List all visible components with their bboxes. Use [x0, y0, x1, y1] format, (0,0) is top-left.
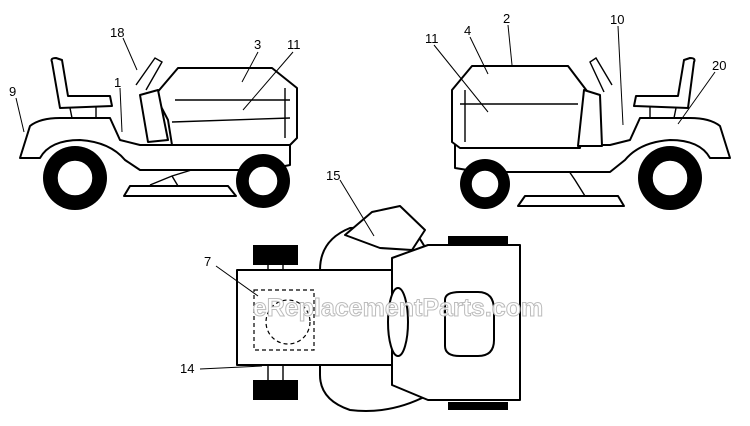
- steering-wheel-right: [589, 57, 613, 93]
- callout-9: 9: [9, 84, 16, 99]
- callout-7: 7: [204, 254, 211, 269]
- rear-tire-top-upper: [448, 236, 508, 244]
- mower-deck-left: [123, 185, 237, 197]
- fender-left: [19, 117, 291, 171]
- hood-left: [154, 67, 298, 146]
- callout-3: 3: [254, 37, 261, 52]
- front-tire-top-upper: [253, 245, 298, 265]
- leader-18: [122, 37, 138, 71]
- seat-top: [444, 291, 495, 357]
- rear-tire-top-lower: [448, 402, 508, 410]
- leader-20: [677, 71, 716, 125]
- callout-18-left: 18: [110, 25, 124, 40]
- callout-10: 10: [610, 12, 624, 27]
- leader-4: [469, 36, 489, 75]
- steering-wheel-left: [135, 57, 163, 91]
- callout-14: 14: [180, 361, 194, 376]
- dash-right: [577, 89, 603, 147]
- leader-11-left: [242, 51, 294, 111]
- steering-column-top: [387, 287, 409, 357]
- callout-2: 2: [503, 11, 510, 26]
- callout-1: 1: [114, 75, 121, 90]
- decal-outline-hidden: [253, 289, 315, 351]
- callout-20: 20: [712, 58, 726, 73]
- hood-right: [451, 65, 591, 149]
- leader-11-right: [433, 44, 489, 113]
- leader-14: [199, 365, 263, 370]
- leader-7: [215, 265, 259, 297]
- callout-11-left: 11: [287, 37, 301, 52]
- tractor-left-side-view: [19, 57, 298, 210]
- seat-right: [633, 57, 696, 109]
- leader-1: [119, 87, 123, 133]
- mower-deck-right: [517, 195, 625, 207]
- tractor-top-view: [236, 205, 521, 412]
- leader-9: [15, 97, 25, 133]
- callout-labels: 18 3 11 9 1 11 4 2 10 20 15 7 14: [9, 11, 726, 376]
- leader-10: [617, 25, 624, 126]
- front-tire-top-lower: [253, 380, 298, 400]
- callout-15: 15: [326, 168, 340, 183]
- callout-leaders: [15, 24, 716, 370]
- leader-3: [241, 51, 259, 83]
- watermark-text: eReplacementParts.com: [253, 294, 543, 322]
- seat-left: [50, 57, 113, 109]
- dash-left: [139, 89, 169, 143]
- discharge-chute: [344, 205, 426, 251]
- leader-2: [507, 24, 513, 66]
- tractor-right-side-view: [451, 57, 731, 210]
- callout-11-right: 11: [425, 31, 439, 46]
- leader-15: [339, 179, 375, 237]
- callout-4: 4: [464, 23, 471, 38]
